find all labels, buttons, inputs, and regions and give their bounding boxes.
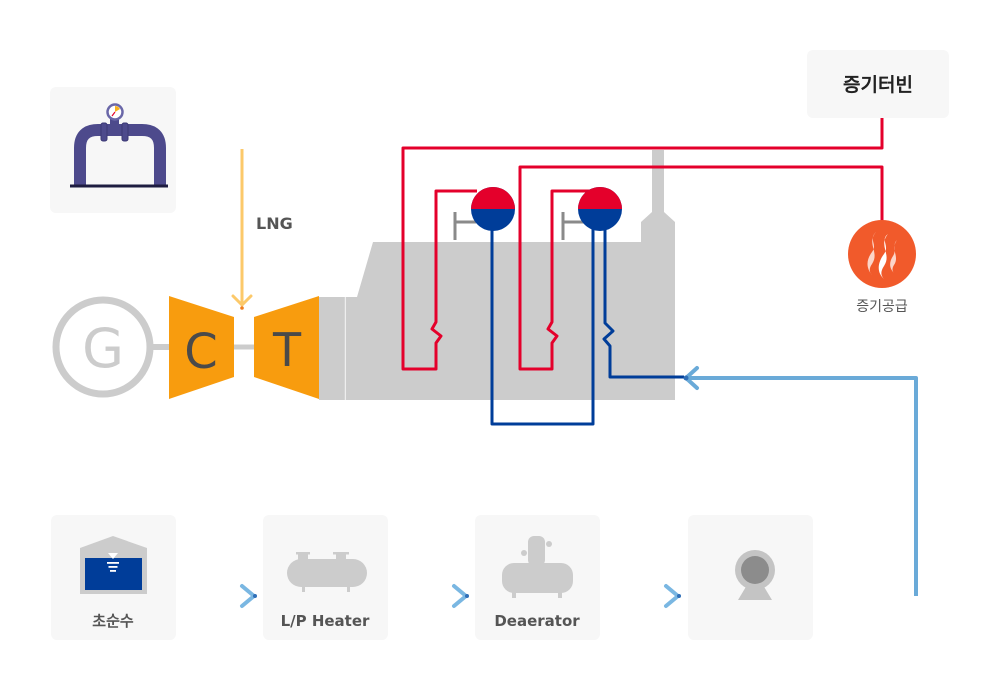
- steam-turbine-label: 증기터빈: [843, 74, 913, 96]
- flow-arrow-1: [186, 584, 257, 608]
- steam-supply-circle: [848, 220, 916, 288]
- turbine-label: T: [272, 323, 302, 377]
- generator-label: G: [82, 317, 124, 380]
- fuel-arrow-icon: [231, 294, 253, 307]
- feedwater-return: [683, 366, 918, 598]
- card-label: L/P Heater: [281, 612, 370, 630]
- card-deaerator[interactable]: Deaerator: [475, 515, 600, 640]
- card-pump[interactable]: [688, 515, 813, 640]
- steam-pipes: [401, 118, 884, 371]
- steam-drum-1: [471, 187, 515, 231]
- card-ultrapure-water[interactable]: 초순수: [51, 515, 176, 640]
- steam-turbine-card[interactable]: 증기터빈: [807, 50, 949, 118]
- flow-arrow-2: [398, 584, 469, 608]
- card-label: Deaerator: [494, 612, 580, 630]
- generator: G: [52, 296, 154, 398]
- fuel-label: LNG: [256, 214, 293, 233]
- gas-pipe-icon: [70, 103, 168, 188]
- drum-supports: [453, 212, 584, 240]
- water-train: 초순수 L/P Heater: [51, 515, 813, 640]
- steam-supply-label: 증기공급: [856, 299, 908, 315]
- water-pipes: [490, 220, 684, 426]
- steam-flame-icon: [867, 232, 897, 279]
- flow-arrow-3: [610, 584, 681, 608]
- steam-drum-2: [578, 187, 622, 231]
- water-tank-icon: [80, 536, 147, 594]
- card-lp-heater[interactable]: L/P Heater: [263, 515, 388, 640]
- card-label: 초순수: [92, 612, 134, 630]
- steam-supply: 증기공급: [848, 220, 916, 315]
- heater-tank-icon: [287, 552, 367, 592]
- fuel-supply-card: [50, 87, 176, 213]
- compressor-label: C: [184, 324, 218, 380]
- compressor: C: [169, 296, 234, 399]
- deaerator-icon: [502, 536, 573, 598]
- gas-turbine: T: [254, 296, 319, 399]
- pump-icon: [735, 550, 775, 600]
- fuel-line: [200, 147, 253, 310]
